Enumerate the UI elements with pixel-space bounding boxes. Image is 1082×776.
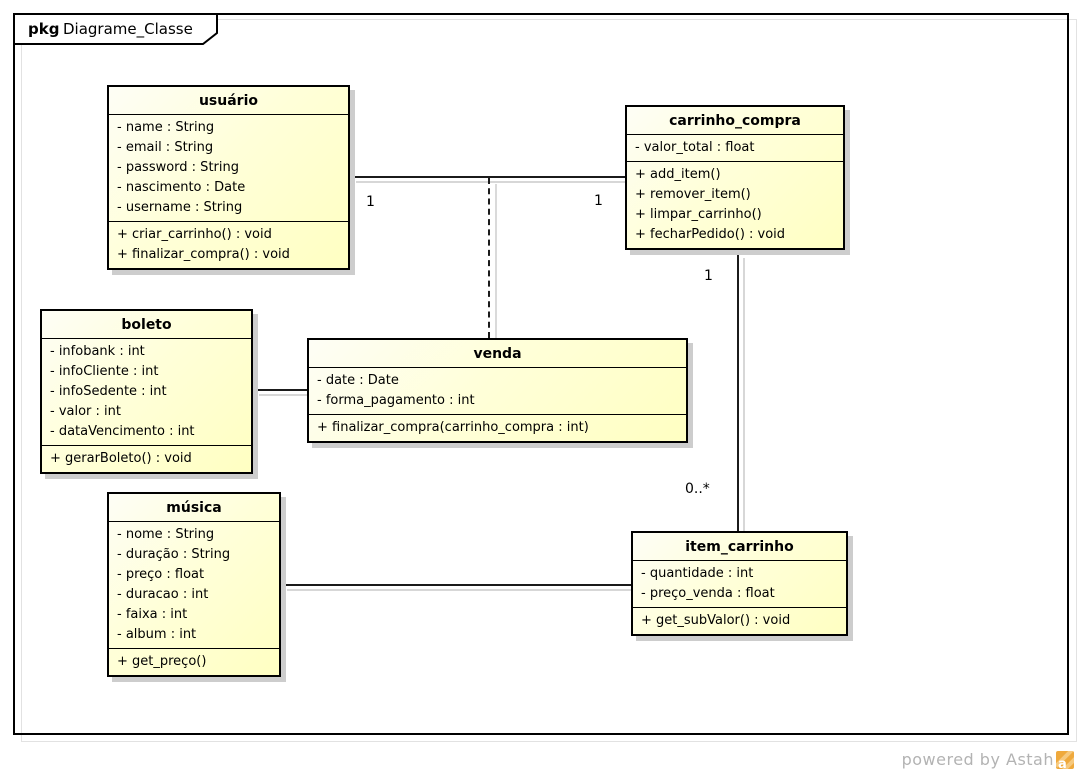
attributes-compartment: - infobank : int - infoCliente : int - inf… — [42, 338, 251, 445]
member-row: - nascimento : Date — [117, 180, 246, 195]
uml-class-musica[interactable]: música - nome : String - duração : String… — [107, 492, 281, 677]
member-row: + add_item() — [635, 167, 721, 182]
package-tab-shape — [13, 13, 218, 45]
class-title: venda — [473, 346, 522, 362]
member-row: - valor : int — [50, 404, 121, 419]
member-row: + finalizar_compra() : void — [117, 247, 290, 262]
uml-class-carrinho-compra[interactable]: carrinho_compra - valor_total : float + … — [625, 105, 845, 250]
class-title: boleto — [121, 317, 172, 333]
association-boleto-venda[interactable] — [253, 389, 307, 391]
multiplicity-carrinho-bottom[interactable]: 1 — [704, 268, 713, 284]
attributes-compartment: - nome : String - duração : String - preço… — [109, 521, 279, 648]
methods-compartment: + add_item() + remover_item() + limpar_car… — [627, 161, 843, 248]
class-title: item_carrinho — [685, 539, 794, 555]
member-row: - preço_venda : float — [641, 586, 775, 601]
uml-class-item-carrinho[interactable]: item_carrinho - quantidade : int - preço_… — [631, 531, 848, 636]
package-frame-tab[interactable]: pkg Diagrame_Classe — [13, 13, 219, 45]
astah-icon-letter: a — [1058, 756, 1067, 769]
attributes-compartment: - date : Date - forma_pagamento : int — [309, 367, 686, 414]
package-keyword: pkg — [28, 20, 60, 38]
diagram-frame — [13, 13, 1069, 735]
watermark-text: powered by Astah — [901, 750, 1054, 769]
methods-compartment: + criar_carrinho() : void + finalizar_com… — [109, 221, 348, 268]
member-row: + get_subValor() : void — [641, 613, 791, 628]
page-boundary — [21, 19, 1077, 742]
member-row: - valor_total : float — [635, 140, 755, 155]
methods-compartment: + get_preço() — [109, 648, 279, 675]
attributes-compartment: - name : String - email : String - passwor… — [109, 114, 348, 221]
member-row: + get_preço() — [117, 654, 207, 669]
methods-compartment: + get_subValor() : void — [633, 607, 846, 634]
multiplicity-carrinho-end[interactable]: 1 — [594, 193, 603, 209]
member-row: - infoSedente : int — [50, 384, 167, 399]
association-musica-item[interactable] — [281, 584, 631, 586]
member-row: - nome : String — [117, 527, 215, 542]
member-row: - username : String — [117, 200, 243, 215]
member-row: - infoCliente : int — [50, 364, 159, 379]
member-row: - infobank : int — [50, 344, 145, 359]
attributes-compartment: - quantidade : int - preço_venda : float — [633, 560, 846, 607]
member-row: - duração : String — [117, 547, 231, 562]
member-row: + finalizar_compra(carrinho_compra : int… — [317, 420, 589, 435]
multiplicity-item-top[interactable]: 0..* — [685, 481, 710, 497]
uml-class-boleto[interactable]: boleto - infobank : int - infoCliente : i… — [40, 309, 253, 474]
member-row: + criar_carrinho() : void — [117, 227, 272, 242]
watermark: powered by Astah a — [902, 750, 1074, 769]
link-association-venda[interactable] — [488, 178, 490, 338]
astah-logo-icon: a — [1056, 750, 1074, 769]
class-title: música — [166, 500, 222, 516]
package-name: Diagrame_Classe — [63, 20, 193, 38]
member-row: - password : String — [117, 160, 239, 175]
member-row: - email : String — [117, 140, 214, 155]
class-title: usuário — [198, 93, 259, 109]
member-row: - name : String — [117, 120, 215, 135]
member-row: - preço : float — [117, 567, 205, 582]
member-row: - date : Date — [317, 373, 399, 388]
member-row: + fecharPedido() : void — [635, 227, 786, 242]
member-row: - forma_pagamento : int — [317, 393, 475, 408]
member-row: - faixa : int — [117, 607, 188, 622]
member-row: - dataVencimento : int — [50, 424, 195, 439]
methods-compartment: + gerarBoleto() : void — [42, 445, 251, 472]
member-row: - quantidade : int — [641, 566, 754, 581]
uml-class-usuario[interactable]: usuário - name : String- email : String-… — [107, 85, 350, 270]
member-row: + remover_item() — [635, 187, 751, 202]
methods-compartment: + finalizar_compra(carrinho_compra : int… — [309, 414, 686, 441]
member-row: + limpar_carrinho() — [635, 207, 762, 222]
member-row: + gerarBoleto() : void — [50, 451, 192, 466]
association-carrinho-item[interactable] — [737, 253, 739, 531]
uml-class-venda[interactable]: venda - date : Date - forma_pagamento : i… — [307, 338, 688, 443]
attributes-compartment: - valor_total : float — [627, 134, 843, 161]
association-usuario-carrinho[interactable] — [350, 176, 625, 178]
member-row: - album : int — [117, 627, 197, 642]
class-title: carrinho_compra — [669, 113, 801, 129]
dashed-link-shadow — [495, 184, 497, 342]
member-row: - duracao : int — [117, 587, 209, 602]
multiplicity-usuario-end[interactable]: 1 — [366, 194, 375, 210]
